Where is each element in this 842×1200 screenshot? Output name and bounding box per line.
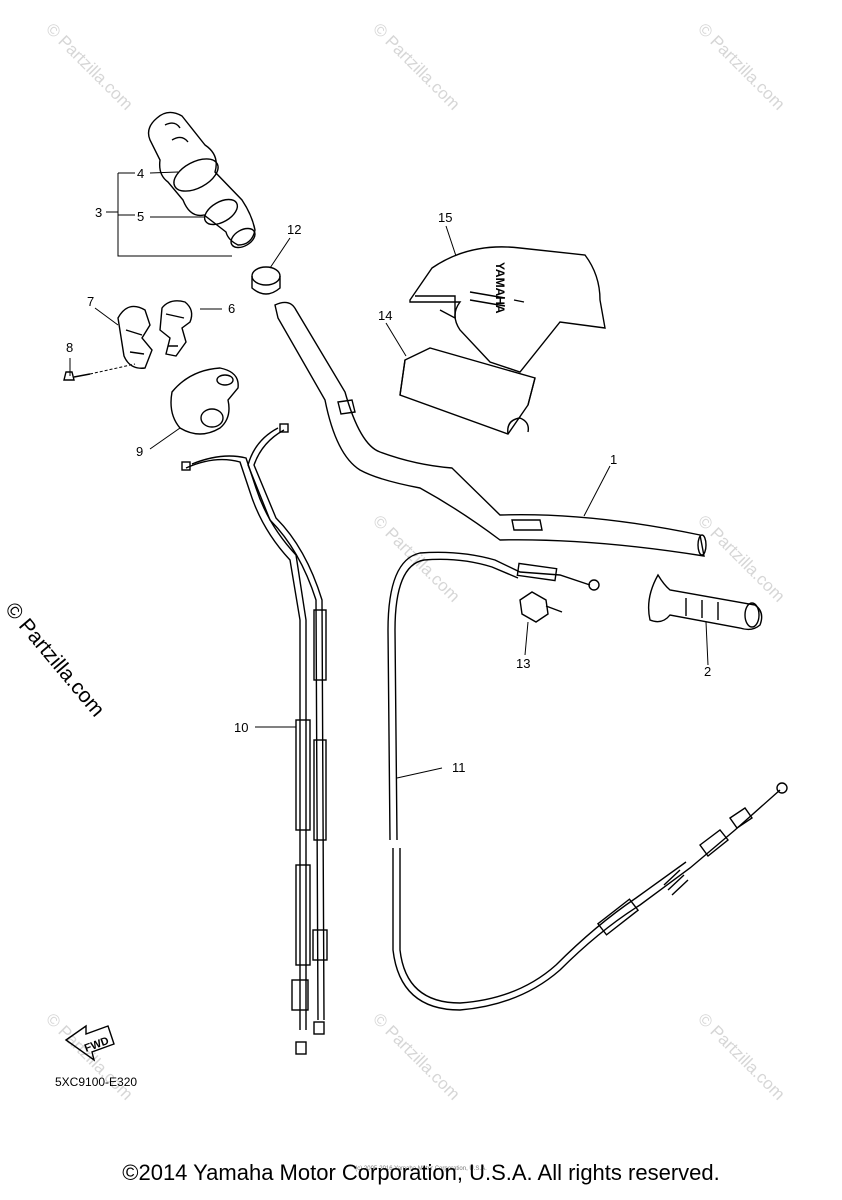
callout-4[interactable]: 4 [137,166,144,181]
callout-8[interactable]: 8 [66,340,73,355]
clutch-cable-part[interactable] [387,551,788,1011]
callout-6[interactable]: 6 [228,301,235,316]
handlebar-pad-part[interactable] [399,347,536,435]
cable-adjuster-part[interactable] [519,591,563,623]
callout-15[interactable]: 15 [438,210,452,225]
callout-5[interactable]: 5 [137,209,144,224]
callout-12[interactable]: 12 [287,222,301,237]
watermark: © Partzilla.com [369,19,463,113]
watermark: © Partzilla.com [694,1009,788,1103]
throttle-housing-part[interactable] [170,367,239,435]
diagram-code: 5XC9100-E320 [55,1075,138,1089]
callout-11[interactable]: 11 [452,760,466,775]
handlebar-pad-cover-part[interactable]: YAMAHA [409,246,606,373]
callouts: 1 2 3 4 5 6 7 8 9 10 11 12 13 14 15 [66,166,711,779]
callout-1[interactable]: 1 [610,452,617,467]
callout-14[interactable]: 14 [378,308,392,323]
watermarks: © Partzilla.com © Partzilla.com © Partzi… [42,19,788,1103]
callout-3[interactable]: 3 [95,205,102,220]
watermark: © Partzilla.com [694,511,788,605]
callout-9[interactable]: 9 [136,444,143,459]
throttle-grip-part[interactable] [147,111,259,251]
copyright-footer: ©2014 Yamaha Motor Corporation, U.S.A. A… [122,1160,720,1185]
screw-part[interactable] [63,363,136,381]
small-copyright: (c) 2005-2016 Yamaha Motor Corporation, … [355,1166,487,1172]
watermark: © Partzilla.com [42,19,136,113]
collar-part[interactable] [251,266,281,295]
callout-7[interactable]: 7 [87,294,94,309]
callout-13[interactable]: 13 [516,656,530,671]
watermark: © Partzilla.com [369,1009,463,1103]
clamp-upper-part[interactable] [159,300,193,357]
watermark: © Partzilla.com [694,19,788,113]
handlebar-part[interactable] [274,301,707,557]
pad-brand-text: YAMAHA [493,262,507,314]
callout-10[interactable]: 10 [234,720,248,735]
clamp-lower-part[interactable] [117,305,153,369]
watermark: © Partzilla.com [369,511,463,605]
callout-2[interactable]: 2 [704,664,711,679]
left-grip-part[interactable] [647,573,763,631]
throttle-cable-part[interactable] [181,423,328,1055]
